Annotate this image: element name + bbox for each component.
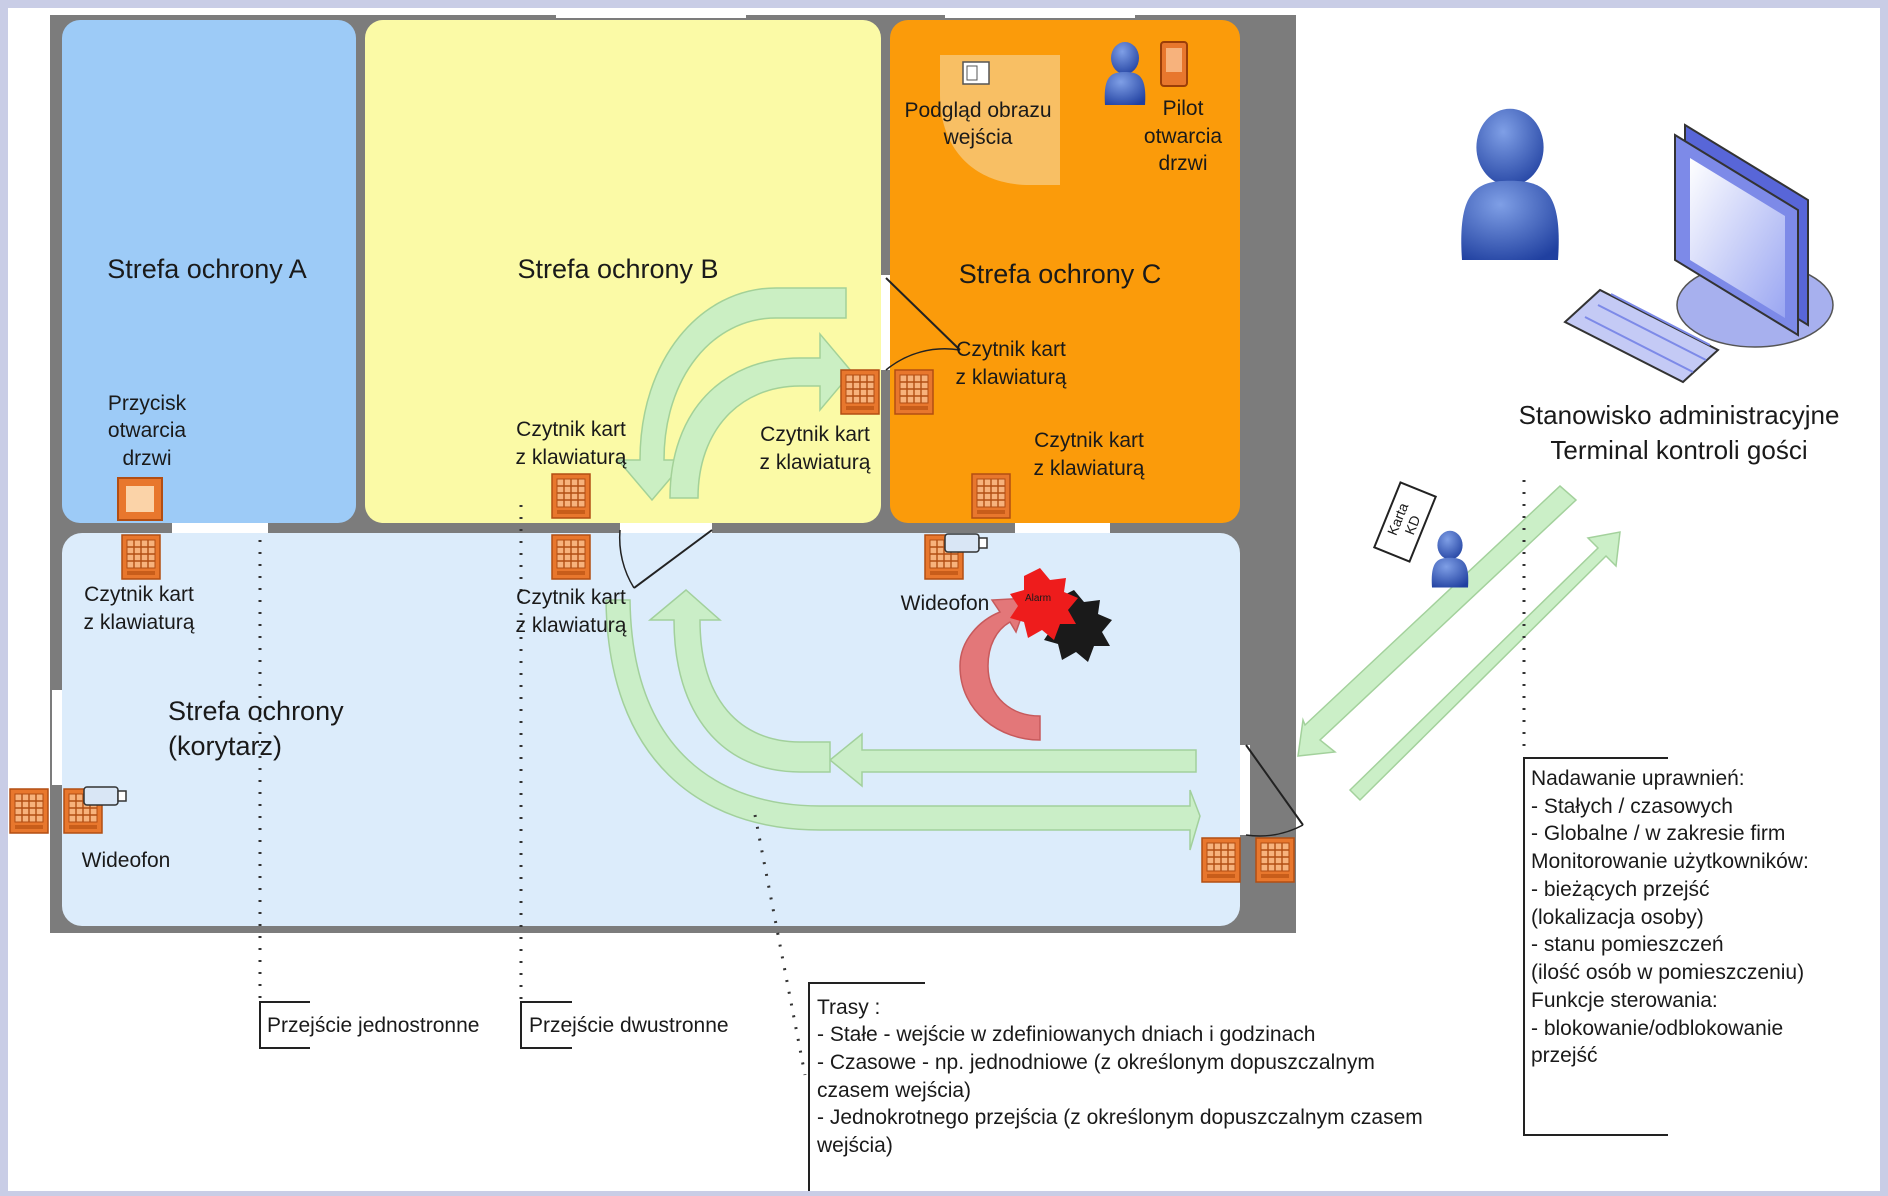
route-arrows — [605, 287, 1621, 851]
zone-b-title: Strefa ochrony B — [517, 254, 718, 284]
remote-label-1: Pilot — [1163, 97, 1204, 120]
card-reader-icon — [1255, 837, 1295, 883]
exit-button-icon — [117, 477, 163, 521]
preview-icon — [940, 55, 1060, 185]
card-reader-icon — [121, 534, 161, 580]
alarm-burst: Alarm — [1010, 568, 1112, 662]
preview-label-1: Podgląd obrazu — [904, 99, 1051, 122]
admin-note-line: - blokowanie/odblokowanie — [1531, 1017, 1783, 1040]
reader-label-2: z klawiaturą — [84, 611, 195, 634]
card-reader-icon — [1201, 837, 1241, 883]
admin-note-line: - bieżących przejść — [1531, 878, 1710, 901]
corridor-title-2: (korytarz) — [168, 731, 282, 761]
remote-control-icon — [1160, 41, 1188, 87]
reader-label-2: z klawiaturą — [516, 446, 627, 469]
admin-note-line: (ilość osób w pomieszczeniu) — [1531, 961, 1804, 984]
access-card-icon: Karta KD — [1372, 481, 1438, 563]
alarm-arrow — [959, 597, 1041, 741]
remote-label-2: otwarcia — [1144, 125, 1223, 148]
card-reader-icon — [971, 473, 1011, 519]
reader-label-1: Czytnik kart — [760, 423, 870, 446]
reader-label-1: Czytnik kart — [516, 418, 626, 441]
admin-note-line: przejść — [1531, 1044, 1598, 1067]
zone-a-area — [62, 20, 356, 523]
routes-note-line: - Jednokrotnego przejścia (z określonym … — [817, 1106, 1423, 1129]
admin-note-line: - Stałych / czasowych — [1531, 795, 1733, 818]
dotted-lines — [258, 480, 1526, 1076]
corridor-title-1: Strefa ochrony — [168, 696, 344, 726]
reader-label-2: z klawiaturą — [760, 451, 871, 474]
preview-label-2: wejścia — [943, 126, 1013, 149]
zone-c-title: Strefa ochrony C — [959, 259, 1162, 289]
workstation-caption-1: Stanowisko administracyjne — [1519, 400, 1840, 430]
zone-a-title: Strefa ochrony A — [107, 254, 307, 284]
card-reader-icon — [894, 369, 934, 415]
device-labels: Przycisk otwarcia drzwi Czytnik kart z k… — [82, 97, 1223, 872]
doors — [52, 10, 1304, 837]
admin-note-line: Monitorowanie użytkowników: — [1531, 850, 1809, 873]
reader-label-2: z klawiaturą — [1034, 457, 1145, 480]
card-reader-icon — [551, 473, 591, 519]
routes-note-line: - Czasowe - np. jednodniowe (z określony… — [817, 1051, 1375, 1074]
admin-note: Nadawanie uprawnień: - Stałych / czasowy… — [1531, 767, 1809, 1067]
admin-note-line: - stanu pomieszczeń — [1531, 933, 1724, 956]
workstation-icon — [1461, 108, 1834, 384]
reader-label-1: Czytnik kart — [956, 338, 1066, 361]
exit-button-label-2: otwarcia — [108, 419, 187, 442]
reader-label-1: Czytnik kart — [516, 586, 626, 609]
admin-note-line: (lokalizacja osoby) — [1531, 906, 1704, 929]
card-reader-icon — [9, 788, 49, 834]
remote-label-3: drzwi — [1158, 152, 1207, 175]
admin-note-line: Nadawanie uprawnień: — [1531, 767, 1745, 790]
exit-button-label-3: drzwi — [122, 447, 171, 470]
legend-brackets — [259, 757, 1668, 1191]
workstation-caption-2: Terminal kontroli gości — [1550, 435, 1807, 465]
reader-label-1: Czytnik kart — [84, 583, 194, 606]
reader-label-2: z klawiaturą — [956, 366, 1067, 389]
reader-label-1: Czytnik kart — [1034, 429, 1144, 452]
videophone-label: Wideofon — [901, 592, 990, 615]
legend-two-way: Przejście dwustronne — [529, 1014, 729, 1037]
reader-label-2: z klawiaturą — [516, 614, 627, 637]
exit-button-label-1: Przycisk — [108, 392, 187, 415]
card-label-2: KD — [1401, 513, 1423, 537]
videophone-label: Wideofon — [82, 849, 171, 872]
legend-one-way: Przejście jednostronne — [267, 1014, 479, 1037]
admin-note-line: - Globalne / w zakresie firm — [1531, 822, 1785, 845]
routes-note: Trasy : - Stałe - wejście w zdefiniowany… — [816, 996, 1423, 1157]
alarm-label: Alarm — [1025, 593, 1051, 604]
card-reader-icon — [840, 369, 880, 415]
routes-note-line: czasem wejścia) — [817, 1079, 971, 1102]
routes-note-line: wejścia) — [816, 1134, 893, 1157]
routes-note-line: Trasy : — [817, 996, 880, 1019]
admin-note-line: Funkcje sterowania: — [1531, 989, 1718, 1012]
routes-note-line: - Stałe - wejście w zdefiniowanych dniac… — [817, 1023, 1315, 1046]
card-reader-icon — [551, 534, 591, 580]
